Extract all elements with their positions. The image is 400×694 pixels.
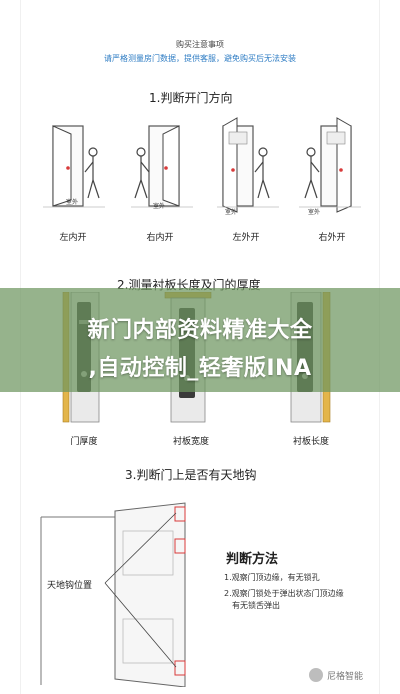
guide-subtitle: 请严格测量房门数据，提供客服，避免购买后无法安装 <box>104 54 296 63</box>
lining-length-label: 衬板长度 <box>292 437 329 447</box>
door-left-outward-label: 左外开 <box>232 233 260 243</box>
door-left-outward-figure <box>217 117 279 213</box>
outside-label-2: 室外 <box>153 203 166 210</box>
method-line-3: 有无锁舌弹出 <box>232 601 280 610</box>
wechat-watermark-icon <box>309 668 323 682</box>
outside-label-4: 室外 <box>308 209 321 216</box>
outside-label-1: 室外 <box>66 199 79 206</box>
section-3-heading: 3.判断门上是否有天地钩 <box>125 468 257 482</box>
guide-title: 购买注意事项 <box>176 40 224 49</box>
door-thickness-label: 门厚度 <box>70 437 98 447</box>
door-right-inward-label: 右内开 <box>146 233 174 243</box>
door-direction-illustrations <box>43 117 361 213</box>
section-1-heading: 1.判断开门方向 <box>149 91 233 105</box>
lining-width-label: 衬板宽度 <box>172 437 209 447</box>
method-title: 判断方法 <box>226 552 279 567</box>
door-right-outward-figure <box>299 117 361 213</box>
method-line-2: 2.观察门锁处于弹出状态门顶边缘 <box>224 589 344 598</box>
promo-overlay-banner: 新门内部资料精准大全 ,自动控制_轻奢版INA <box>0 288 400 392</box>
door-left-inward-figure <box>43 125 105 208</box>
outside-label-3: 室外 <box>225 209 238 216</box>
watermark-text: 尼格智能 <box>327 672 364 682</box>
hook-position-label: 天地钩位置 <box>47 581 93 591</box>
door-right-inward-figure <box>131 125 193 208</box>
door-right-outward-label: 右外开 <box>318 233 346 243</box>
door-left-inward-label: 左内开 <box>59 233 87 243</box>
overlay-line-1: 新门内部资料精准大全 <box>87 318 313 343</box>
method-line-1: 1.观察门顶边缘，有无锁孔 <box>224 573 320 582</box>
door-hook-illustration <box>40 502 186 687</box>
overlay-line-2: ,自动控制_轻奢版INA <box>88 356 312 381</box>
